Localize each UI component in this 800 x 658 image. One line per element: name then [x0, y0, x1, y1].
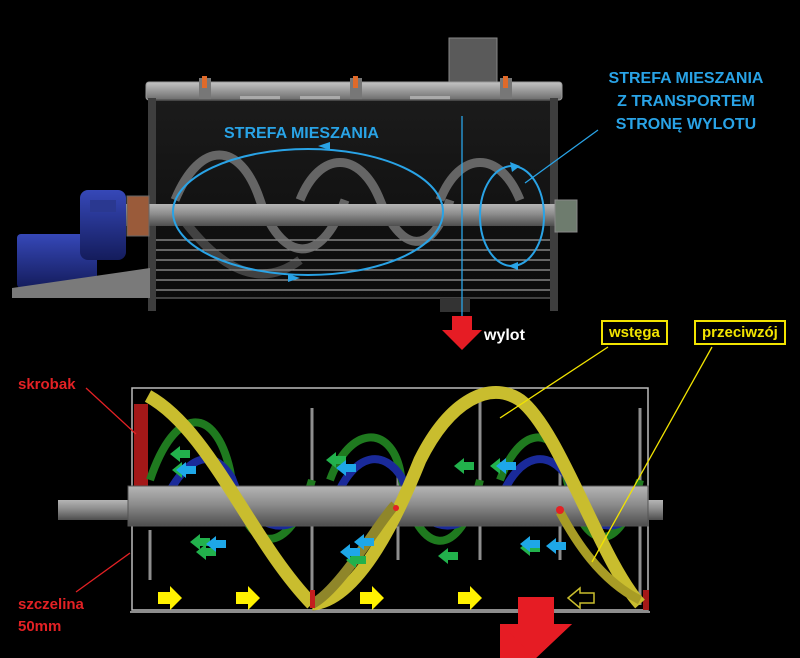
counter-ribbon-label: przeciwzój: [694, 320, 786, 345]
counter-callout-line: [591, 346, 713, 563]
mixing-zone-label: STREFA MIESZANIA: [224, 125, 379, 142]
top-shaft: [120, 204, 565, 226]
flow-arrow-icon: [176, 458, 566, 560]
transport-zone-line-1: STREFA MIESZANIA: [608, 70, 764, 87]
scraper-label: skrobak: [18, 376, 76, 393]
transport-zone-line-2: Z TRANSPORTEM: [617, 93, 755, 110]
scraper-callout-line: [85, 387, 137, 435]
transport-callout-line: [524, 129, 599, 184]
counter-ribbon: [556, 509, 643, 605]
bottom-ribbon-view: [58, 346, 713, 658]
outlet-arrow-icon: [442, 316, 482, 350]
top-ribbons: [170, 150, 525, 279]
transport-zone-line-3: STRONĘ WYLOTU: [615, 116, 757, 133]
lid-clamps: [199, 76, 512, 100]
ribbon-callout-line: [499, 346, 609, 419]
top-mixer-view: [12, 37, 599, 350]
vent-chimney: [448, 37, 498, 87]
outlet-label: wylot: [484, 327, 525, 344]
ribbon-label: wstęga: [601, 320, 668, 345]
gap-label: szczelina 50mm: [18, 594, 84, 638]
gap-label-line-1: szczelina: [18, 596, 84, 613]
motor-icon: [12, 190, 150, 298]
flow-arrow-icon: [158, 586, 482, 610]
transport-zone-label: STREFA MIESZANIA Z TRANSPORTEM STRONĘ WY…: [596, 67, 776, 136]
gap-callout-line: [75, 552, 131, 593]
return-arrow-icon: [566, 586, 595, 610]
gap-label-line-2: 50mm: [18, 618, 62, 635]
mixing-zone-loop: [172, 148, 444, 276]
